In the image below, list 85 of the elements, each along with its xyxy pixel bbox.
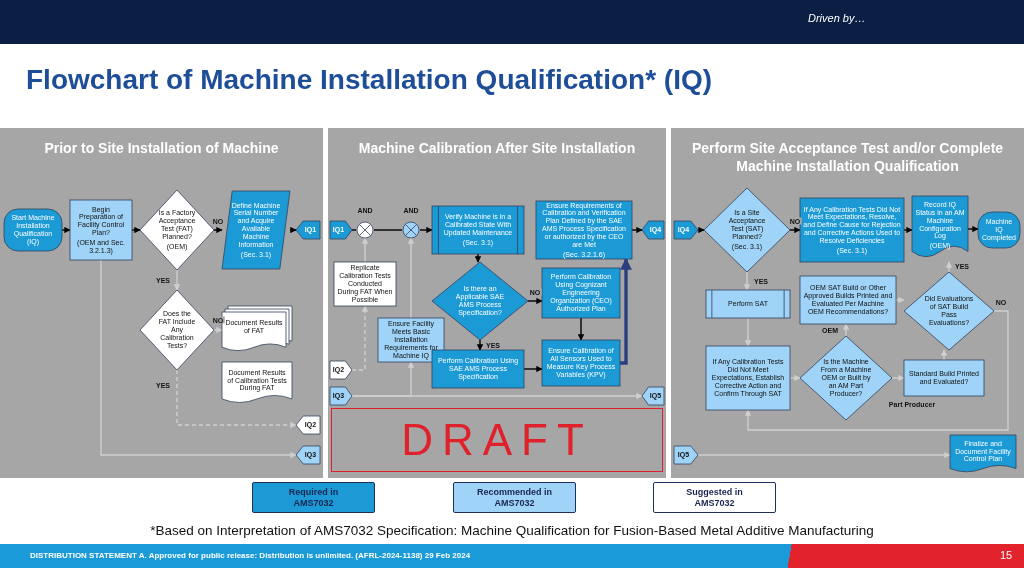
title: Flowchart of Machine Installation Qualification* (IQ) [26,64,713,96]
legend-label: Recommended in AMS7032 [476,486,553,509]
arrow [419,226,433,234]
process-box [536,201,632,259]
arrow [176,369,297,429]
offpage-connector [296,221,320,239]
document-shape [950,435,1016,475]
decision-diamond [140,290,214,370]
panel-heading: Prior to Site Installation of Machine [43,140,280,158]
arrow [895,296,905,304]
panel [671,128,1024,478]
offpage-connector [296,446,320,464]
process-box [70,200,132,260]
arrow [631,226,643,234]
process-box [800,276,896,324]
offpage-connector [330,387,352,405]
page-number: 15 [1000,549,1013,561]
panel [328,128,666,478]
arrow [361,237,369,263]
process-box [800,198,904,262]
connector-line [351,229,357,231]
offpage-connector [642,387,664,405]
arrow [789,226,801,234]
arrow [131,226,141,234]
arrow [891,374,905,382]
arrow [744,317,752,347]
panel-heading: Machine Calibration After Site Installation [357,140,637,158]
arrow [697,451,951,459]
predefined-process-box [432,206,524,254]
arrow [100,259,297,459]
terminal-pill [4,209,62,251]
decision-diamond [704,188,790,272]
decision-diamond [140,190,214,270]
process-box [542,268,620,318]
panel-heading: Perform Site Acceptance Test and/or Complete Machine Installation Qualification [690,140,1005,175]
process-box [432,350,524,388]
caption: *Based on Interpretation of AMS7032 Specification: Machine Qualification for Fusion-Based Metal Additive Manufacturing [149,523,875,538]
arrow [351,305,369,371]
arrow [945,261,953,273]
document-shape [222,362,292,406]
arrow [474,253,482,263]
arrow [476,339,484,351]
arrow [213,326,223,334]
stamp-text: DRAFT [401,418,593,462]
and-junction [402,206,420,238]
legend-label: Suggested in AMS7032 [685,486,744,509]
arrow [289,226,297,234]
data-parallelogram [222,191,290,269]
arrow [743,271,751,291]
arrow [967,225,979,233]
terminal-pill [978,212,1020,248]
decision-diamond [904,272,994,350]
arrow [351,392,643,400]
arrow [744,310,1009,431]
arrow [903,226,913,234]
offpage-connector [330,221,352,239]
arrow [789,374,801,382]
decision-diamond [432,262,528,340]
offpage-connector [674,446,698,464]
and-junction [356,206,374,238]
offpage-connector [330,361,352,379]
arrow [173,269,181,291]
multi-document-shape [222,306,292,354]
arrow [527,297,543,305]
arrow [213,226,223,234]
offpage-connector [296,416,320,434]
arrow [407,237,415,319]
arrow [61,226,71,234]
connector-line [373,229,403,231]
arrow [620,257,632,365]
arrow [697,226,705,234]
arrow [577,317,585,341]
legend-label: Required in AMS7032 [287,486,340,509]
arrow [523,365,543,373]
process-box [706,346,790,410]
process-box [542,340,620,386]
distribution-statement: DISTRIBUTION STATEMENT A. Approved for public release: Distribution is unlimited. (AFRL-2024-1138) 29 Feb 2024 [30,551,471,560]
arrow [940,349,948,361]
offpage-connector [642,221,664,239]
panel [0,128,323,478]
predefined-process-box [706,290,790,318]
offpage-connector [674,221,698,239]
arrow [842,323,850,337]
tagline: Driven by… [808,12,866,24]
process-box [904,360,984,396]
